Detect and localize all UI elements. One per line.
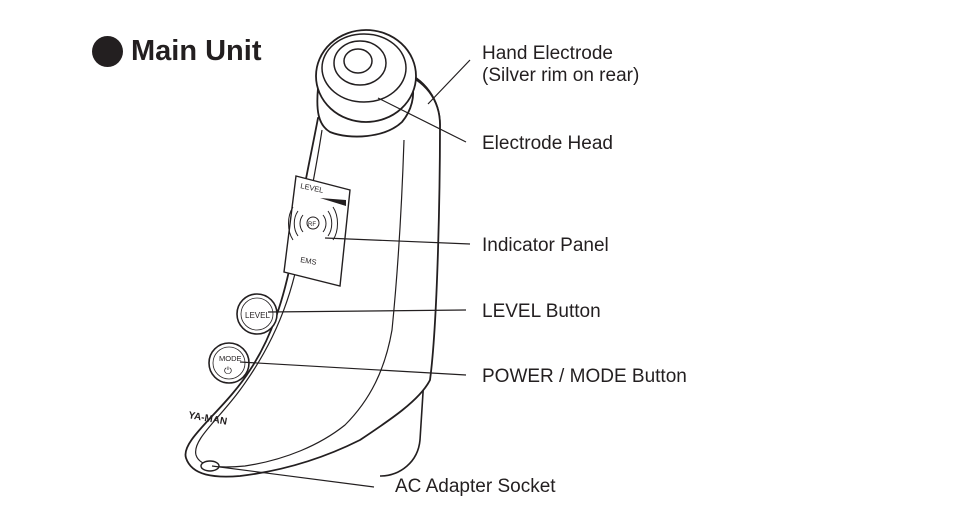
indicator-panel <box>283 175 351 287</box>
panel-rf-text: RF <box>308 222 316 228</box>
bullet-icon <box>92 36 123 67</box>
leader-power-mode-button <box>239 361 467 376</box>
leader-electrode-head <box>377 97 467 143</box>
callout-hand-electrode: Hand Electrode (Silver rim on rear) <box>482 43 639 87</box>
power-icon: ⏻ <box>224 366 232 377</box>
rf-icon <box>306 216 320 230</box>
callout-indicator-panel: Indicator Panel <box>482 235 609 256</box>
level-button-text: LEVEL <box>245 311 270 320</box>
wave-icon <box>288 206 338 241</box>
callout-electrode-head: Electrode Head <box>482 133 613 154</box>
leader-ac-socket <box>211 465 375 488</box>
level-meter-icon <box>320 198 346 206</box>
leader-indicator-panel <box>324 237 471 245</box>
leader-hand-electrode <box>427 59 471 105</box>
power-mode-button[interactable] <box>208 342 250 384</box>
callout-hand-electrode-text: Hand Electrode <box>482 43 613 64</box>
level-button[interactable] <box>236 293 278 335</box>
panel-ems-text: EMS <box>300 255 318 267</box>
ac-socket <box>200 460 220 472</box>
callout-level-button: LEVEL Button <box>482 301 601 322</box>
callout-ac-socket: AC Adapter Socket <box>395 476 556 497</box>
section-title-text: Main Unit <box>131 35 262 67</box>
leader-level-button <box>267 309 467 313</box>
mode-button-text: MODE <box>219 354 242 363</box>
leader-lines <box>211 59 471 488</box>
electrode-center <box>343 48 373 74</box>
callout-power-mode-button: POWER / MODE Button <box>482 366 687 387</box>
callout-hand-electrode-note: (Silver rim on rear) <box>482 65 640 86</box>
section-title: Main Unit <box>92 36 262 67</box>
